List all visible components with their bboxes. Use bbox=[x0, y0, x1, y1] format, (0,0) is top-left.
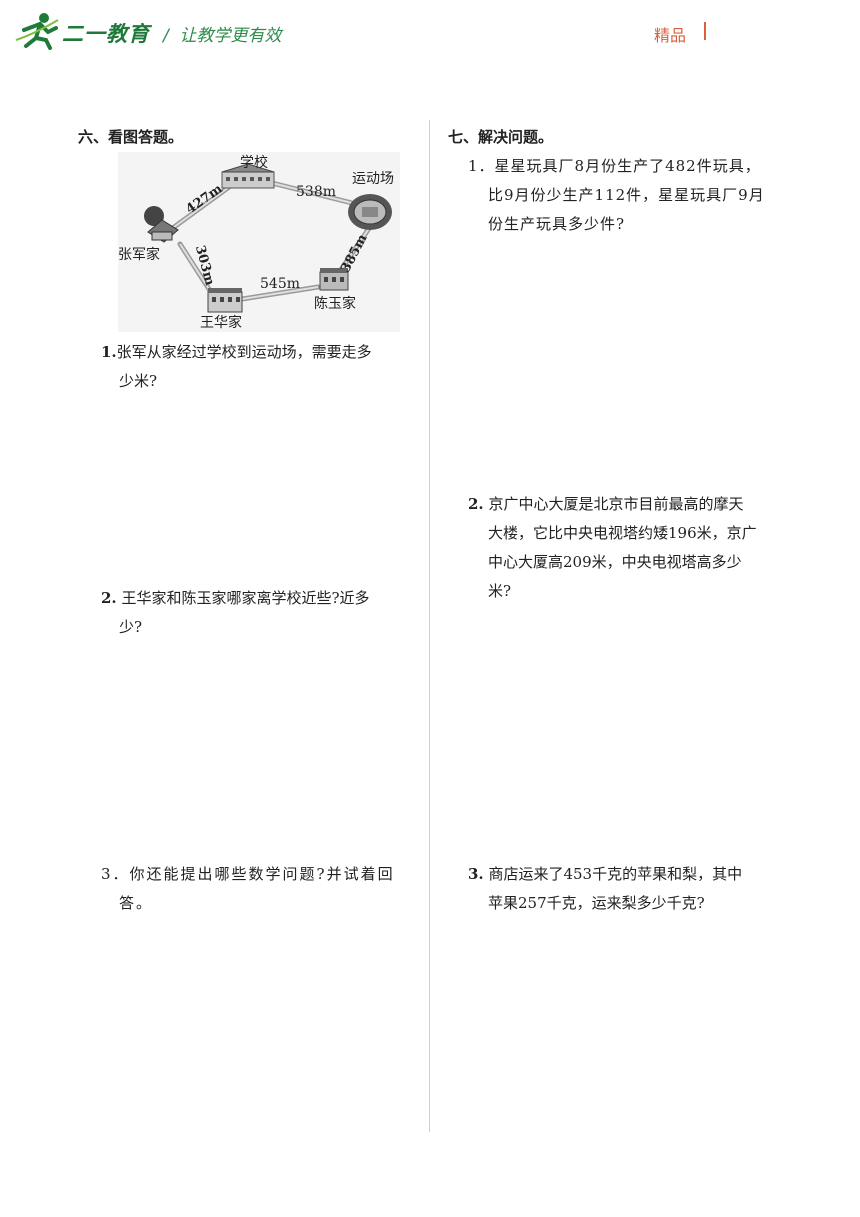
route-map-diagram bbox=[118, 152, 400, 332]
question-seven-3: 3. 商店运来了453千克的苹果和梨，其中 苹果257千克，运来梨多少千克? bbox=[468, 865, 743, 912]
route-map: 学校 运动场 张军家 王华家 陈玉家 427m 538m 303m 545m 3… bbox=[118, 152, 400, 332]
school-building-icon bbox=[221, 163, 275, 189]
map-label-wanghua-home: 王华家 bbox=[200, 315, 242, 331]
question-seven-1: 1．星星玩具厂8月份生产了482件玩具， 比9月份少生产112件，星星玩具厂9月… bbox=[468, 157, 765, 233]
question-six-3: 3．你还能提出哪些数学问题?并试着回 答。 bbox=[101, 865, 395, 912]
column-divider bbox=[429, 120, 430, 1132]
badge-divider bbox=[704, 22, 706, 40]
chenyu-home-icon bbox=[319, 268, 349, 291]
map-label-stadium: 运动场 bbox=[352, 171, 394, 187]
stadium-icon bbox=[348, 194, 392, 230]
logo-text: 二一教育 bbox=[62, 22, 150, 46]
distance-wang-chen: 545m bbox=[260, 276, 300, 292]
map-label-zhangjun-home: 张军家 bbox=[118, 247, 160, 263]
map-label-school: 学校 bbox=[240, 155, 268, 171]
question-six-2: 2. 王华家和陈玉家哪家离学校近些?近多 少? bbox=[101, 589, 370, 636]
logo bbox=[14, 10, 164, 54]
slogan: / 让教学更有效 bbox=[163, 26, 282, 46]
distance-school-stadium: 538m bbox=[296, 184, 336, 200]
premium-badge: 精品 bbox=[654, 26, 687, 45]
runner-logo-icon bbox=[15, 13, 59, 50]
map-label-chenyu-home: 陈玉家 bbox=[314, 296, 356, 312]
section-title-seven: 七、解决问题。 bbox=[448, 128, 554, 146]
zhangjun-home-icon bbox=[144, 206, 179, 243]
wanghua-home-icon bbox=[207, 288, 243, 313]
section-title-six: 六、看图答题。 bbox=[78, 128, 184, 146]
question-six-1: 1.张军从家经过学校到运动场，需要走多 少米? bbox=[101, 343, 372, 390]
question-seven-2: 2. 京广中心大厦是北京市目前最高的摩天 大楼，它比中央电视塔约矮196米，京广… bbox=[468, 495, 757, 600]
